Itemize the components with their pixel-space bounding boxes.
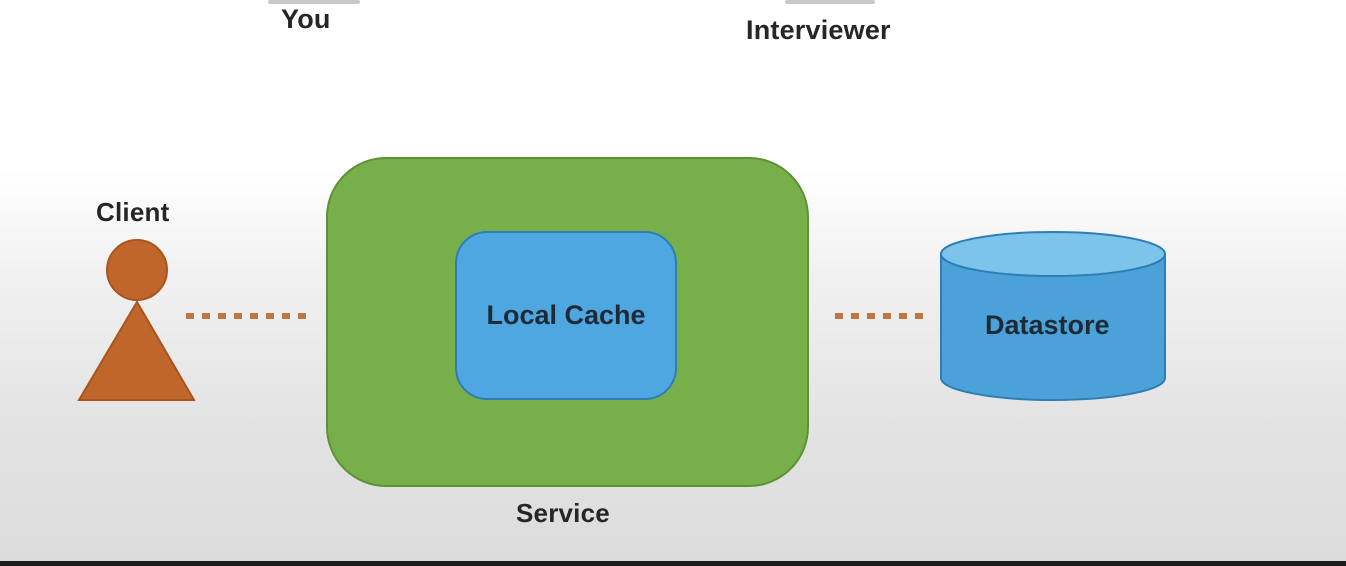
you-label: You xyxy=(281,4,331,34)
client-service-connector xyxy=(186,313,306,319)
client-label: Client xyxy=(96,197,170,227)
client-body xyxy=(77,300,196,401)
local-cache-label: Local Cache xyxy=(486,300,646,330)
client-head xyxy=(106,239,168,301)
bottom-bar xyxy=(0,561,1346,566)
client-person-icon xyxy=(77,239,196,401)
local-cache-box: Local Cache xyxy=(455,231,677,400)
datastore-label: Datastore xyxy=(985,310,1110,340)
datastore-cylinder-icon xyxy=(940,231,1166,401)
service-label: Service xyxy=(516,498,610,528)
interviewer-avatar-edge xyxy=(785,0,875,4)
datastore-body xyxy=(940,253,1166,401)
service-datastore-connector xyxy=(835,313,923,319)
you-avatar-edge xyxy=(268,0,360,4)
interviewer-label: Interviewer xyxy=(746,15,891,45)
datastore-top xyxy=(940,231,1166,277)
